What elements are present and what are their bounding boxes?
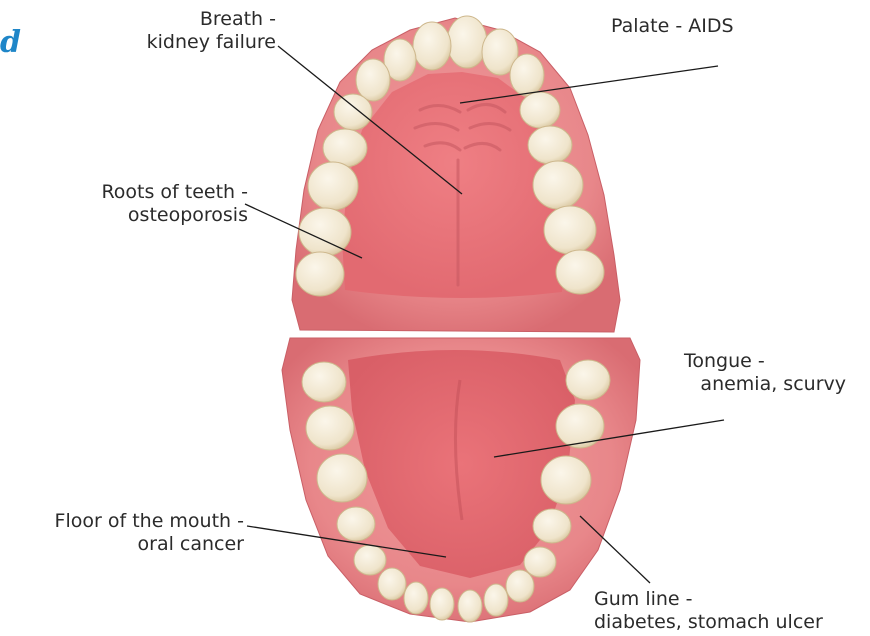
upper-tooth <box>334 94 372 130</box>
label-tongue-line1: Tongue - <box>640 350 846 373</box>
lower-tooth <box>458 590 482 622</box>
label-breath-line2: kidney failure <box>86 31 276 54</box>
label-palate-line1: Palate - AIDS <box>611 15 734 38</box>
upper-tooth <box>447 16 487 68</box>
lower-tooth <box>306 406 354 450</box>
lower-tooth <box>337 507 375 541</box>
lower-tooth <box>354 545 386 575</box>
label-breath: Breath - kidney failure <box>86 8 276 54</box>
label-roots: Roots of teeth - osteoporosis <box>40 181 248 227</box>
lower-tooth <box>556 404 604 448</box>
lower-tooth <box>404 582 428 614</box>
lower-tooth <box>484 584 508 616</box>
lower-jaw <box>282 338 640 622</box>
lower-tooth <box>506 570 534 602</box>
lower-tooth <box>430 588 454 620</box>
upper-tooth <box>520 92 560 128</box>
label-floor-line2: oral cancer <box>4 533 244 556</box>
upper-tooth <box>556 250 604 294</box>
corner-title-fragment: d <box>0 28 21 58</box>
upper-tooth <box>544 206 596 254</box>
upper-tooth <box>308 162 358 210</box>
upper-tooth <box>528 126 572 164</box>
upper-tooth <box>356 59 390 101</box>
lower-tooth <box>378 568 406 600</box>
lower-tooth <box>533 509 571 543</box>
label-gum-line1: Gum line - <box>594 588 823 611</box>
label-tongue: Tongue - anemia, scurvy <box>640 350 846 396</box>
lower-tooth <box>317 454 367 502</box>
label-roots-line2: osteoporosis <box>40 204 248 227</box>
label-floor-line1: Floor of the mouth - <box>4 510 244 533</box>
label-tongue-line2: anemia, scurvy <box>640 373 846 396</box>
label-floor: Floor of the mouth - oral cancer <box>4 510 244 556</box>
upper-tooth <box>413 22 451 70</box>
label-gum: Gum line - diabetes, stomach ulcer <box>594 588 823 634</box>
upper-jaw <box>292 16 620 332</box>
lower-tooth <box>302 362 346 402</box>
upper-tooth <box>533 161 583 209</box>
upper-tooth <box>296 252 344 296</box>
lower-tooth <box>541 456 591 504</box>
label-roots-line1: Roots of teeth - <box>40 181 248 204</box>
lower-tooth <box>566 360 610 400</box>
upper-tooth <box>510 54 544 96</box>
label-breath-line1: Breath - <box>86 8 276 31</box>
lower-tooth <box>524 547 556 577</box>
label-palate: Palate - AIDS <box>611 15 734 38</box>
upper-tooth <box>323 129 367 167</box>
label-gum-line2: diabetes, stomach ulcer <box>594 611 823 634</box>
